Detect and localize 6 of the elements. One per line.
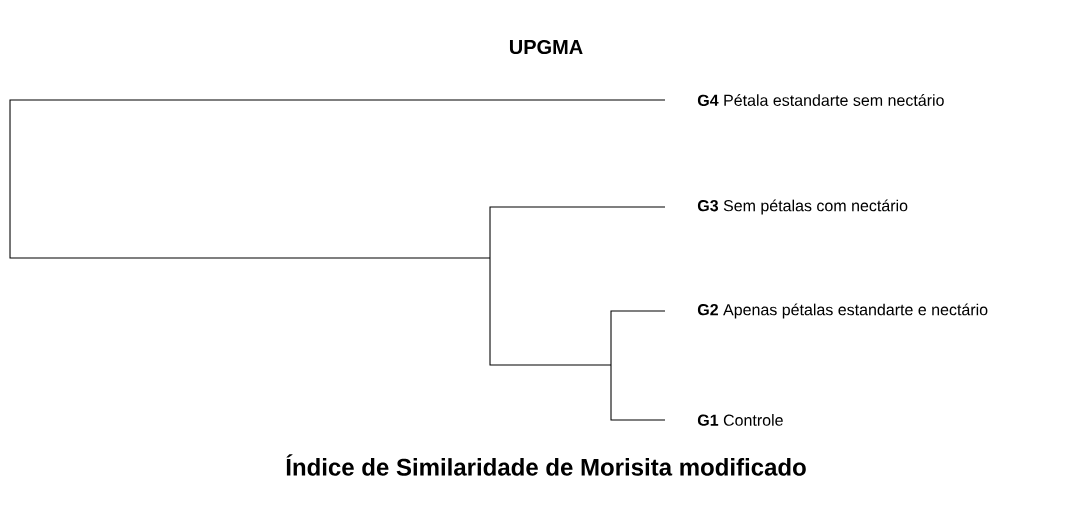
axis-caption: Índice de Similaridade de Morisita modificado [286,454,806,476]
leaf-label: G4 Pétala estandarte sem nectário [697,94,944,106]
title: UPGMA [510,39,583,55]
leaf-label: G2 Apenas pétalas estandarte e nectário [697,303,988,319]
leaf-label: G3 Sem pétalas com nectário [697,199,908,215]
leaf-label: G1 Controle [697,414,783,426]
